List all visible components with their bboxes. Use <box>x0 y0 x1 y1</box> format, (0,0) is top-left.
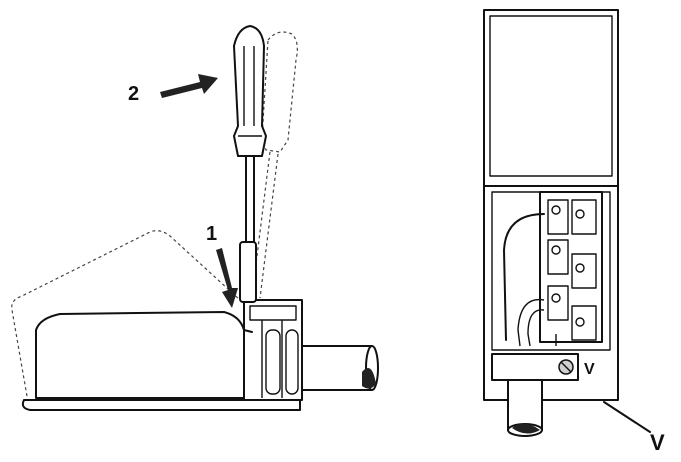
screwdriver <box>233 25 267 333</box>
terminal-block <box>539 191 603 343</box>
arrow-2 <box>160 74 218 98</box>
label-box-v: V <box>650 430 665 455</box>
base-plate <box>21 399 301 411</box>
cable-out <box>507 379 543 437</box>
right-illustration: V V <box>483 9 665 455</box>
cover-inner-panel <box>489 15 613 177</box>
leader-line <box>603 401 651 433</box>
housing-cover <box>483 9 619 187</box>
arrow-1 <box>216 248 238 308</box>
label-step-1: 1 <box>206 223 217 245</box>
housing-ghost-outline <box>11 230 241 403</box>
cable-clamp <box>491 353 579 381</box>
mount-clip <box>243 299 303 401</box>
wires <box>503 213 557 347</box>
label-screw-v: V <box>584 361 595 378</box>
left-illustration: 2 1 <box>11 25 379 411</box>
label-step-2: 2 <box>128 83 139 105</box>
cable <box>301 345 379 391</box>
housing-body <box>35 311 245 399</box>
